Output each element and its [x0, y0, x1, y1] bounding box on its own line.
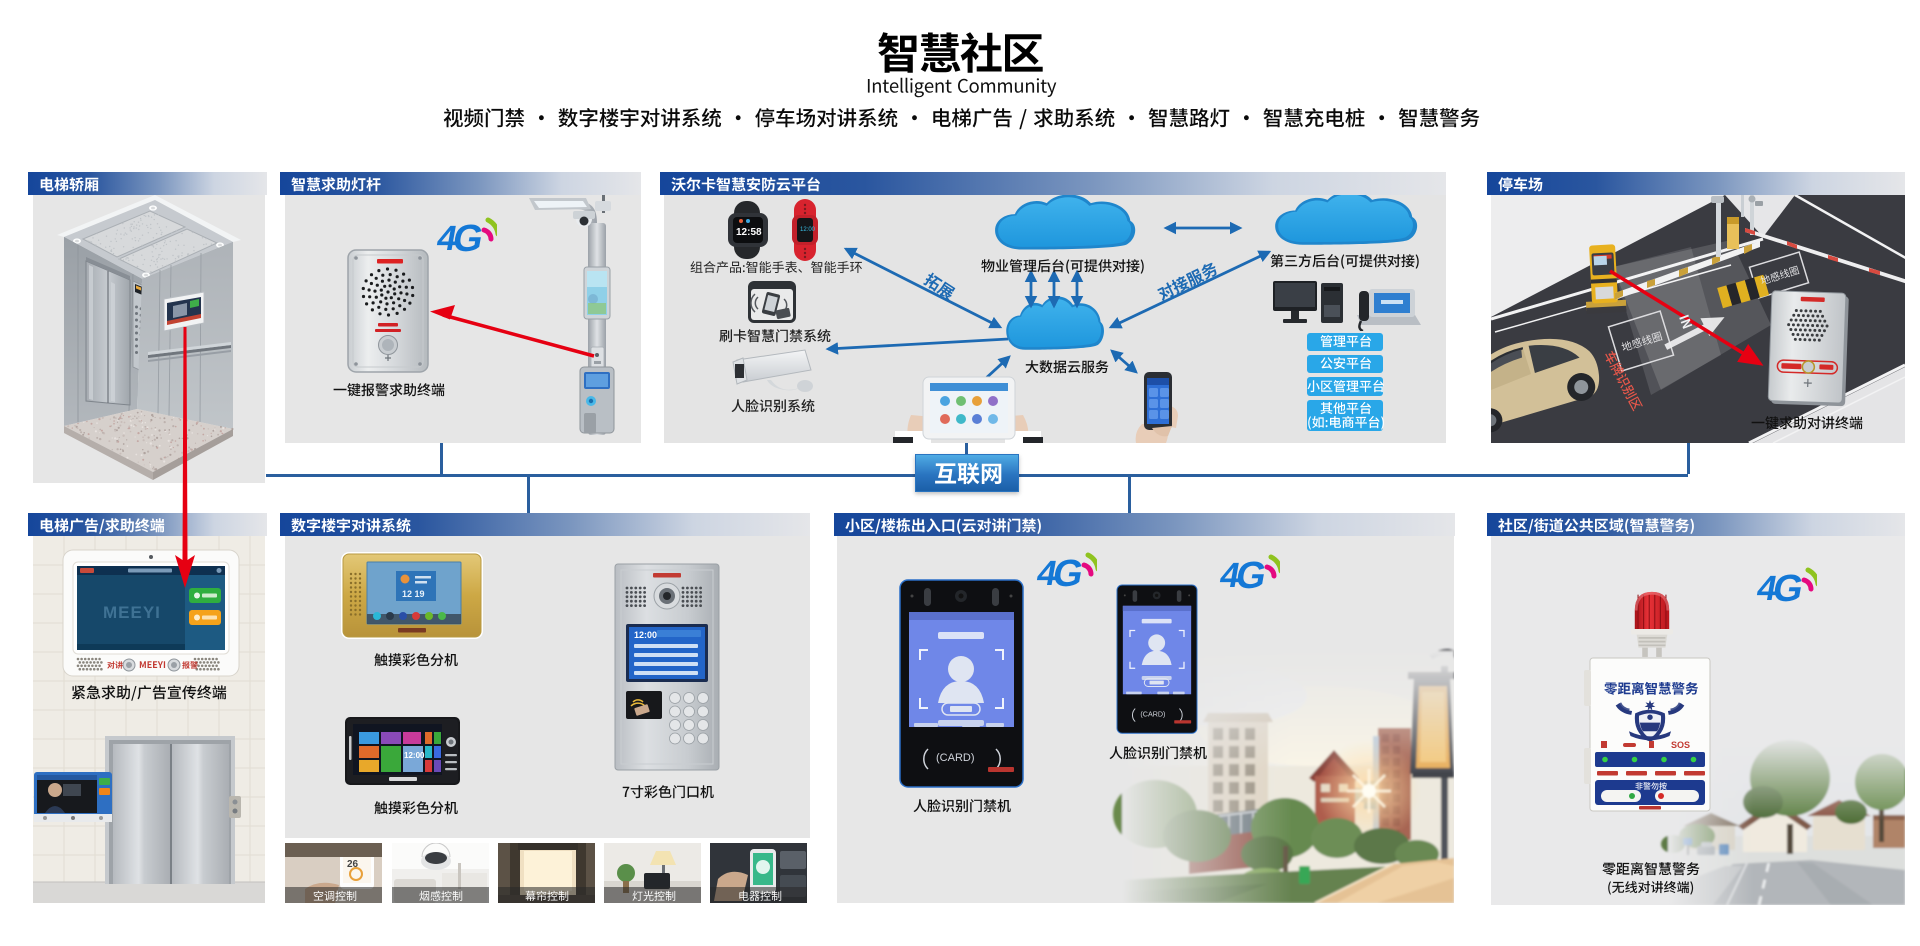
svg-text:12:00: 12:00 — [404, 751, 425, 760]
svg-text:12 19: 12 19 — [402, 589, 425, 599]
svg-text:G: G — [1050, 552, 1087, 594]
svg-text:12:00: 12:00 — [634, 630, 657, 640]
svg-text:(CARD): (CARD) — [936, 752, 975, 764]
svg-text:G: G — [450, 217, 487, 259]
svg-text:12:58: 12:58 — [736, 227, 762, 238]
svg-text:G: G — [1233, 554, 1270, 596]
svg-text:12:00: 12:00 — [800, 227, 816, 233]
svg-text:MEEYI: MEEYI — [103, 603, 161, 622]
svg-text:(CARD): (CARD) — [1140, 710, 1165, 718]
svg-text:G: G — [1770, 567, 1807, 609]
svg-text:26: 26 — [347, 859, 359, 870]
svg-text:SOS: SOS — [1671, 740, 1690, 750]
